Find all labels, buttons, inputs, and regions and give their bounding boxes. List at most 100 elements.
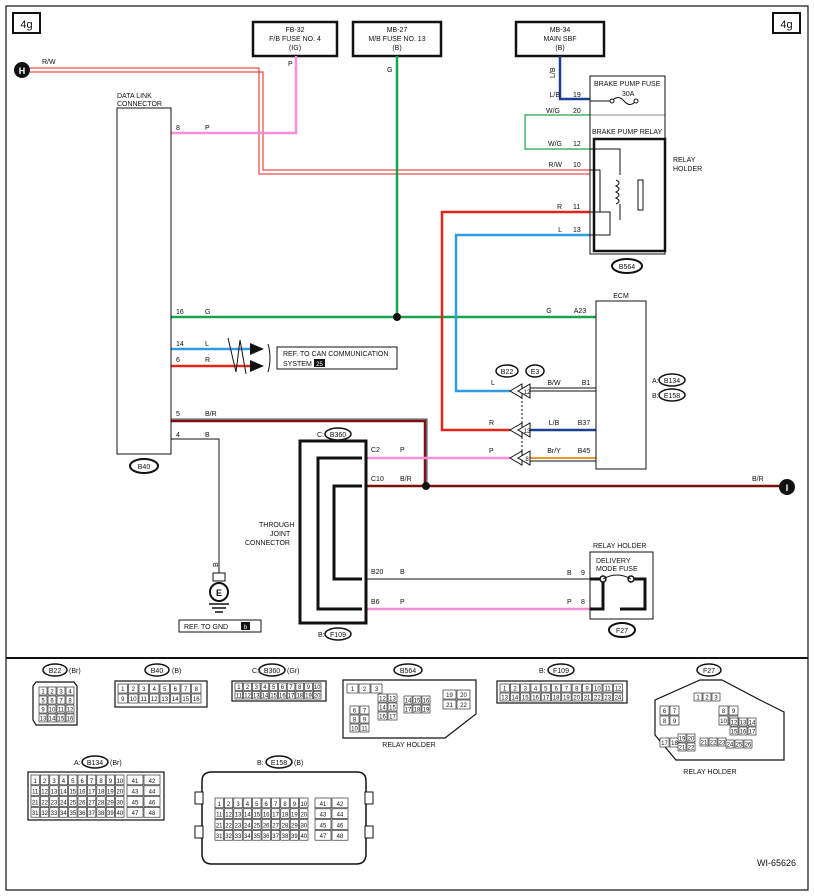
svg-text:E158: E158 (664, 393, 680, 400)
pin-cell (314, 808, 332, 819)
pin-cell (592, 683, 603, 693)
pin-cell (686, 742, 696, 752)
pin-cell (126, 785, 144, 796)
pin-cell (77, 796, 87, 807)
svg-text:C:: C: (317, 432, 324, 439)
pin-number: 3 (375, 687, 379, 693)
connector-tag-e158: E158 (658, 388, 686, 402)
pin-number: 11 (236, 694, 243, 700)
pin-number: 14 (172, 697, 179, 703)
pin-cell (242, 819, 252, 830)
svg-text:MB-27: MB-27 (387, 27, 408, 34)
svg-text:4g: 4g (780, 19, 792, 31)
svg-text:C2: C2 (371, 447, 380, 454)
pin-number: 5 (272, 685, 276, 691)
pin-number: 39 (107, 811, 114, 817)
pin-number: 37 (88, 811, 95, 817)
pin-number: 4 (534, 686, 538, 692)
pin-number: 10 (351, 726, 358, 732)
pin-cell (252, 797, 262, 809)
pin-cell (30, 774, 40, 786)
pin-cell (729, 717, 739, 727)
pin-number: 16 (423, 698, 430, 704)
svg-text:P: P (400, 599, 405, 606)
pin-number: 35 (253, 834, 260, 840)
pin-number: 16 (740, 729, 747, 735)
pin-number: 6 (265, 802, 269, 808)
pin-number: 6 (281, 685, 285, 691)
svg-text:A23: A23 (574, 308, 587, 315)
pin-number: 9 (363, 717, 367, 723)
pin-number: 13 (253, 694, 260, 700)
pin-number: 9 (307, 685, 311, 691)
pin-number: 10 (300, 802, 307, 808)
pin-number: 40 (300, 834, 307, 840)
pin-number: 25 (69, 800, 76, 806)
pin-cell (346, 683, 359, 694)
pin-cell (677, 733, 687, 743)
pin-cell (252, 819, 262, 830)
pin-number: 45 (132, 800, 139, 806)
pin-cell (68, 796, 78, 807)
pin-number: 13 (389, 696, 396, 702)
pin-number: 14 (262, 694, 269, 700)
pin-cell (138, 693, 149, 704)
pin-number: 21 (584, 695, 591, 701)
pin-number: 2 (132, 687, 136, 693)
pin-number: 6 (554, 686, 558, 692)
pin-cell (377, 711, 388, 721)
pin-cell (551, 692, 562, 702)
pin-number: 27 (272, 823, 279, 829)
pin-number: 22 (688, 745, 695, 751)
svg-text:P: P (567, 599, 572, 606)
marker-i: I (779, 479, 795, 495)
fuse-box-mb34: MB-34 MAIN SBF (B) (514, 20, 606, 58)
pin-cell (728, 705, 739, 716)
pin-cell (530, 692, 541, 702)
pin-cell (143, 785, 161, 796)
svg-text:B22: B22 (49, 668, 62, 675)
svg-text:E3: E3 (531, 369, 540, 376)
pin-number: 25 (736, 742, 743, 748)
pin-number: 22 (225, 823, 232, 829)
svg-text:(B): (B) (294, 760, 303, 767)
pin-number: 7 (90, 779, 94, 785)
pin-number: 15 (522, 695, 529, 701)
svg-text:B: B (205, 432, 210, 439)
pin-cell (58, 807, 68, 818)
svg-text:P: P (489, 448, 494, 455)
svg-text:L: L (205, 341, 209, 348)
pin-number: 2 (50, 689, 54, 695)
pin-cell (68, 774, 78, 786)
pin-number: 1 (351, 687, 355, 693)
pin-number: 15 (389, 705, 396, 711)
pin-cell (278, 682, 287, 691)
pin-number: 14 (49, 716, 56, 722)
pin-number: 29 (291, 823, 298, 829)
pin-cell (40, 807, 50, 818)
pin-cell (65, 704, 75, 714)
pin-cell (387, 693, 398, 703)
pin-number: 5 (544, 686, 548, 692)
svg-text:14: 14 (176, 341, 184, 348)
pin-cell (260, 691, 270, 700)
svg-text:MAIN SBF: MAIN SBF (543, 36, 576, 43)
pin-number: 18 (553, 695, 560, 701)
pin-number: 6 (353, 708, 357, 714)
svg-text:MB-34: MB-34 (550, 27, 571, 34)
pin-number: 2 (43, 779, 47, 785)
pin-cell (442, 699, 457, 710)
pin-cell (87, 796, 97, 807)
delivery-mode-fuse: RELAY HOLDER DELIVERY MODE FUSE B 9 P 8 (567, 543, 654, 620)
wire-label-g: G (387, 67, 392, 74)
pin-cell (96, 796, 106, 807)
pin-number: 20 (688, 736, 695, 742)
pin-number: 22 (594, 695, 601, 701)
ecm: ECM A23 G B1 B/W B37 L/B B45 Br/Y A: B: (546, 293, 659, 470)
pin-cell (349, 705, 360, 715)
pin-cell (243, 682, 252, 691)
pin-cell (77, 785, 87, 796)
svg-text:B/R: B/R (400, 476, 412, 483)
svg-text:CONNECTOR: CONNECTOR (245, 540, 290, 547)
